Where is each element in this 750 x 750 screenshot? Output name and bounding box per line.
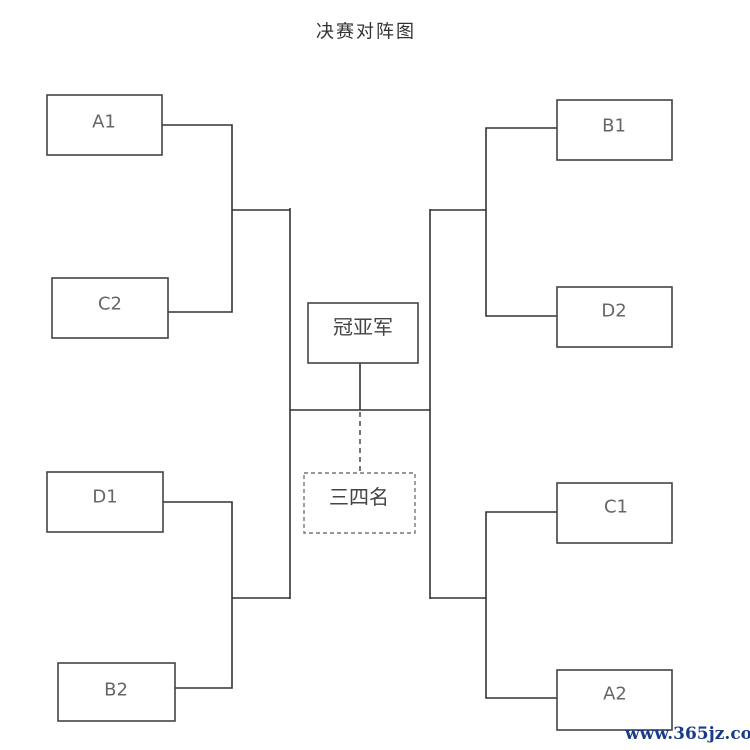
- svg-text:B2: B2: [104, 680, 128, 701]
- team-box-d1: D1: [46, 471, 164, 533]
- right-connectors: [429, 127, 557, 699]
- svg-text:C2: C2: [98, 294, 122, 315]
- svg-text:A1: A1: [92, 112, 116, 133]
- left-connectors: [162, 124, 291, 689]
- svg-text:冠亚军: 冠亚军: [333, 315, 393, 339]
- team-box-b2: B2: [57, 662, 176, 722]
- team-box-c1: C1: [556, 482, 673, 544]
- team-box-d2: D2: [556, 286, 673, 348]
- team-box-c2: C2: [51, 277, 169, 339]
- svg-text:D2: D2: [601, 301, 626, 322]
- svg-text:B1: B1: [602, 116, 626, 137]
- svg-text:A2: A2: [603, 684, 627, 705]
- final-box: 冠亚军: [307, 302, 419, 364]
- svg-text:C1: C1: [604, 497, 628, 518]
- team-box-a2: A2: [556, 669, 673, 731]
- team-box-a1: A1: [46, 94, 163, 156]
- svg-text:D1: D1: [92, 487, 117, 508]
- diagram-title: 决赛对阵图: [316, 22, 416, 43]
- watermark: www.365jz.com: [624, 724, 750, 744]
- team-box-b1: B1: [556, 99, 673, 161]
- svg-text:三四名: 三四名: [329, 485, 389, 509]
- third-place-box: 三四名: [303, 472, 416, 534]
